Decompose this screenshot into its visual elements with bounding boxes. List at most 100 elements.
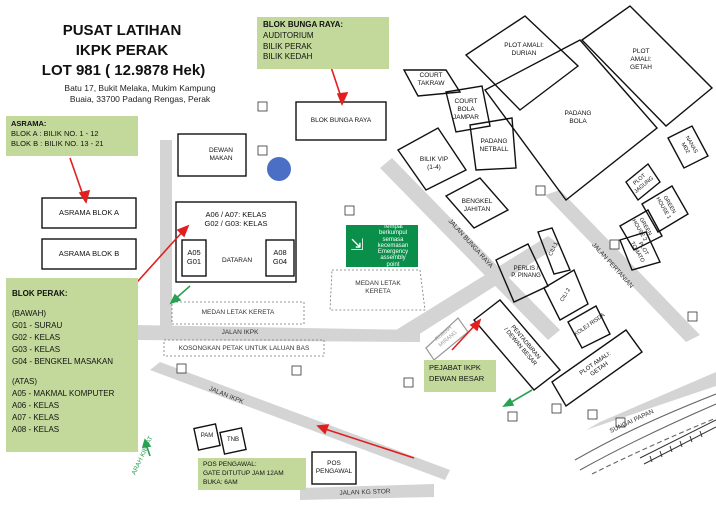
bawah-item: G01 - SURAU <box>12 321 63 330</box>
bilik-vip-label: BILIK VIP <box>419 156 449 163</box>
plot-durian-plot <box>464 15 580 111</box>
dataran-label: DATARAN <box>221 257 253 264</box>
kolej-risda-building <box>567 305 611 349</box>
medan-letak-kereta-2-outline <box>329 269 426 311</box>
road-cross <box>396 236 560 340</box>
asrama-blok-a-building <box>41 197 137 229</box>
padang-netball-label: NETBALL <box>479 145 509 153</box>
road-jalan-kg-stor <box>300 484 434 500</box>
green-house-2-building <box>619 209 663 251</box>
road-jalan-ikpk-upper <box>135 325 420 342</box>
plot-jagung-plot <box>625 162 661 202</box>
assembly-text: assembly <box>380 255 406 262</box>
bengkel-jahitan-building <box>444 177 510 229</box>
road-south-east <box>586 372 716 430</box>
perlis-label: PERLIS / <box>513 266 539 272</box>
court-bola-jampar-outline <box>445 85 491 133</box>
asrama-note: ASRAMA: BLOK A : BILIK NO. 1 - 12 BLOK B… <box>6 116 138 156</box>
bengkel-jahitan-label: BENGKEL <box>461 198 493 205</box>
atas-item: A05 - MAKMAL KOMPUTER <box>12 389 115 398</box>
atas-item: A08 - KELAS <box>12 425 60 434</box>
road-jalan-bunga-raya <box>380 158 560 340</box>
plot-getah-label: GETAH <box>630 63 652 71</box>
assembly-text: point <box>386 261 400 268</box>
perlis-label: P. PINANG <box>511 273 541 280</box>
pam-label: PAM <box>200 433 214 439</box>
plot-tomato-plot <box>619 231 661 271</box>
assembly-point-sign: ⇲ Tempat berkumpul semasa kecemasan Emer… <box>346 223 418 268</box>
plot-getah-2-plot <box>551 329 643 408</box>
bawah-item: G03 - KELAS <box>12 345 61 354</box>
plot-durian-label: DURIAN <box>511 49 537 57</box>
cili-1-building <box>537 227 571 275</box>
pos-note-line: POS PENGAWAL: <box>203 461 257 468</box>
bilik-vip-building <box>396 127 468 191</box>
kosongkan-outline <box>163 339 325 357</box>
road-jalan-pertanian <box>545 190 700 342</box>
atas-item: A07 - KELAS <box>12 413 60 422</box>
medan-kereta-label: MEDAN LETAK KERETA <box>201 309 275 316</box>
court-bola-label: COURT <box>454 98 478 105</box>
bawah-item: G04 - BENGKEL MASAKAN <box>12 357 114 366</box>
court-takraw-outline <box>402 69 462 97</box>
assembly-text: berkumpul <box>378 230 407 237</box>
buildings <box>41 5 714 485</box>
plot-getah-label: PLOT <box>632 48 650 55</box>
title-line-1: PUSAT LATIHAN <box>62 22 182 39</box>
kosongkan-label: KOSONGKAN PETAK UNTUK LALUAN BAS <box>178 345 310 352</box>
road-jalan-ikpk-lower <box>150 362 450 480</box>
pos-note-line: GATE DITUTUP JAM 12AM <box>203 469 284 477</box>
assembly-text: Tempat <box>383 223 403 230</box>
dewan-makan-building <box>177 133 247 177</box>
a08-label: A08 <box>273 248 287 257</box>
blok-a05-building <box>181 239 207 277</box>
plot-getah-label: AMALI: <box>630 55 652 63</box>
jalan-ikpk-label: JALAN IKPK <box>221 329 259 336</box>
kelas-label: G02 / G03: KELAS <box>204 219 268 228</box>
padang-bola-label: BOLA <box>569 117 587 125</box>
bawah-label: (BAWAH) <box>12 309 47 318</box>
medan-kereta-2-label: MEDAN LETAK <box>355 280 401 287</box>
asrama-a-label: ASRAMA BLOK A <box>58 208 120 217</box>
pejabat-line: DEWAN BESAR <box>429 373 485 383</box>
dewan-makan-label: DEWAN <box>209 147 233 154</box>
plot-getah-plot <box>580 5 714 127</box>
roads <box>135 140 716 500</box>
bunga-raya-item: BILIK PERAK <box>263 41 312 51</box>
pos-pengawal-note: POS PENGAWAL: GATE DITUTUP JAM 12AM BUKA… <box>198 458 306 490</box>
plot-durian-label: PLOT AMALI: <box>504 42 544 49</box>
bunga-raya-heading: BLOK BUNGA RAYA: <box>263 20 344 29</box>
asrama-item: BLOK A : BILIK NO. 1 - 12 <box>11 129 99 139</box>
cili-2-building <box>543 268 589 321</box>
blok-a08-building <box>265 239 295 277</box>
pejabat-line: PEJABAT IKPK <box>429 363 481 372</box>
a05-label: G01 <box>186 257 202 266</box>
atas-item: A06 - KELAS <box>12 401 60 410</box>
pond-icon <box>267 157 291 181</box>
padang-bola-label: PADANG <box>564 110 592 117</box>
bunga-raya-item: BILIK KEDAH <box>263 52 313 62</box>
asrama-item: BLOK B : BILIK NO. 13 - 21 <box>11 139 104 149</box>
small-markers <box>176 101 698 428</box>
address-line-2: Buaia, 33700 Padang Rengas, Perak <box>69 94 211 104</box>
pos-pengawal-building <box>311 451 357 485</box>
bawah-item: G02 - KELAS <box>12 333 61 342</box>
bilik-vip-label: (1-4) <box>427 163 441 171</box>
green-arrows <box>141 285 533 457</box>
road-left-vertical <box>160 140 172 330</box>
a05-label: A05 <box>187 248 201 257</box>
bunga-raya-item: AUDITORIUM <box>263 30 314 40</box>
dewan-makan-label: MAKAN <box>209 154 233 162</box>
nanas-plot <box>667 125 709 169</box>
bengkel-jahitan-label: JAHITAN <box>463 205 491 213</box>
asrama-blok-b-building <box>41 238 137 270</box>
pam-building <box>193 423 221 451</box>
assembly-text: Emergency <box>377 249 409 256</box>
blok-perak-building <box>175 201 297 283</box>
pos-pengawal-label: POS <box>327 460 341 467</box>
pentadbiran-building <box>472 299 562 391</box>
court-takraw-label: COURT <box>419 72 443 79</box>
railway <box>639 419 716 465</box>
